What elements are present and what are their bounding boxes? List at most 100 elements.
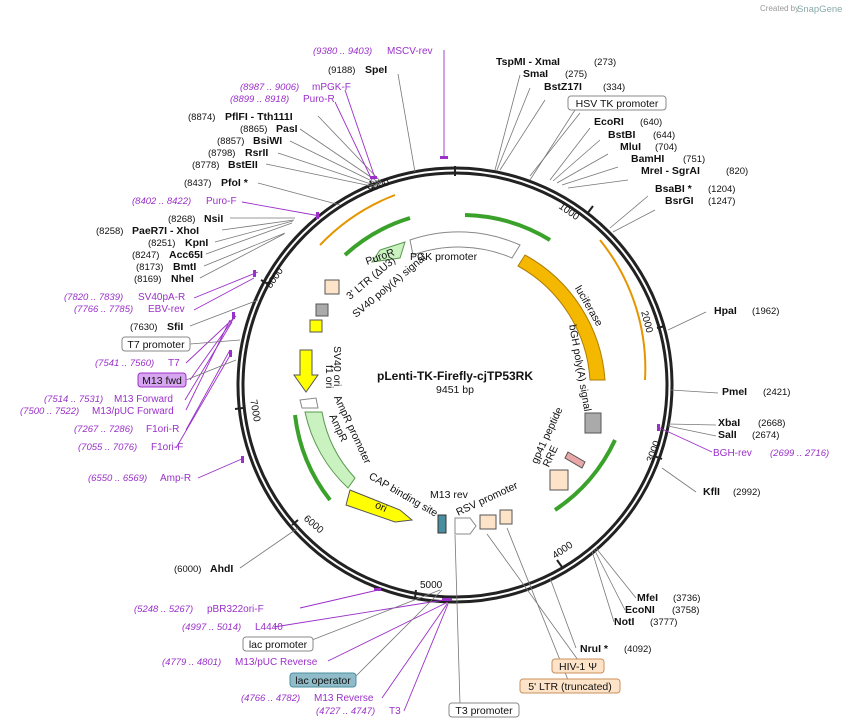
primer-pos: (8987 .. 9006) bbox=[240, 82, 299, 93]
primer-pos: (6550 .. 6569) bbox=[88, 473, 147, 484]
enzyme-pos: (751) bbox=[683, 154, 705, 165]
ltr3-feature bbox=[324, 279, 340, 295]
puror-feature bbox=[370, 241, 406, 263]
primer-pos: (7766 .. 7785) bbox=[74, 304, 133, 315]
enzyme-pos: (6000) bbox=[174, 564, 201, 575]
right-enzymes: TspMI - XmaI (273) SmaI (275) BstZ17I (3… bbox=[496, 56, 790, 655]
arrow-hsvtk bbox=[464, 213, 552, 242]
enzyme-pos: (8258) bbox=[96, 226, 123, 237]
sv40ori-feature bbox=[309, 319, 323, 333]
sv40ori-label: SV40 ori bbox=[331, 346, 343, 386]
rsv-promoter-feature bbox=[454, 517, 477, 535]
enzyme-pos: (9188) bbox=[328, 65, 355, 76]
enzyme-label: TspMI - XmaI bbox=[496, 56, 560, 68]
primer-pos: (7055 .. 7076) bbox=[78, 442, 137, 453]
tick-4000: 4000 bbox=[551, 539, 576, 561]
hiv-psi-feature bbox=[479, 514, 497, 530]
enzyme-label: BstBI bbox=[608, 129, 636, 141]
enzyme-label: PaeR7I - XhoI bbox=[132, 225, 199, 237]
enzyme-label: EcoNI bbox=[625, 604, 655, 616]
enzyme-pos: (8173) bbox=[136, 262, 163, 273]
primer-label: Amp-R bbox=[160, 473, 191, 484]
enzyme-pos: (275) bbox=[565, 69, 587, 80]
pgk-promoter-label: PGK promoter bbox=[410, 251, 478, 263]
m13rev-label: M13 rev bbox=[430, 489, 469, 501]
luciferase-feature bbox=[517, 254, 606, 381]
tick-7000: 7000 bbox=[247, 399, 262, 423]
ori-feature bbox=[345, 489, 414, 523]
enzyme-label: KpnI bbox=[185, 237, 208, 249]
enzyme-label: BsrGI bbox=[665, 195, 694, 207]
enzyme-label: AhdI bbox=[210, 563, 233, 575]
primer-pos: (7514 .. 7531) bbox=[44, 394, 103, 405]
primer-pos: (7267 .. 7286) bbox=[74, 424, 133, 435]
enzyme-pos: (8798) bbox=[208, 148, 235, 159]
ampr-promoter-feature bbox=[299, 397, 319, 409]
lac-operator-label: lac operator bbox=[295, 675, 351, 687]
enzyme-label: SmaI bbox=[523, 68, 548, 80]
tick-8000: 8000 bbox=[264, 266, 286, 291]
sv40pa-feature bbox=[315, 303, 329, 317]
enzyme-pos: (640) bbox=[640, 117, 662, 128]
primer-leader-lines bbox=[175, 50, 713, 712]
primer-pos: (7500 .. 7522) bbox=[20, 406, 79, 417]
enzyme-pos: (8169) bbox=[134, 274, 161, 285]
primer-pos: (4997 .. 5014) bbox=[182, 622, 241, 633]
enzyme-pos: (1962) bbox=[752, 306, 779, 317]
primer-label: F1ori-R bbox=[146, 424, 179, 435]
enzyme-pos: (2668) bbox=[758, 418, 785, 429]
hsv-tk-promoter-label: HSV TK promoter bbox=[576, 98, 659, 110]
enzyme-label: NotI bbox=[614, 616, 634, 628]
primer-label: M13 Forward bbox=[114, 394, 173, 405]
boxed-labels: HSV TK promoter T7 promoter M13 fwd lac … bbox=[121, 95, 667, 718]
enzyme-label: PfoI * bbox=[221, 177, 249, 189]
f1ori-feature bbox=[293, 349, 319, 393]
enzyme-pos: (644) bbox=[653, 130, 675, 141]
brand-created-by: Created by bbox=[760, 4, 799, 13]
primer-label: M13/pUC Reverse bbox=[235, 657, 318, 668]
primer-label: Puro-R bbox=[303, 94, 335, 105]
enzyme-label: PmeI bbox=[722, 386, 747, 398]
lac-promoter-label: lac promoter bbox=[249, 639, 308, 651]
arrow-ampr-green bbox=[293, 414, 332, 502]
primer-pos: (4779 .. 4801) bbox=[162, 657, 221, 668]
enzyme-label: RsrII bbox=[245, 147, 268, 159]
primer-label: M13/pUC Forward bbox=[92, 406, 174, 417]
enzyme-label: SpeI bbox=[365, 64, 387, 76]
enzyme-pos: (8437) bbox=[184, 178, 211, 189]
t3-promoter-label: T3 promoter bbox=[455, 705, 513, 717]
tick-marks bbox=[234, 180, 666, 599]
primer-label: EBV-rev bbox=[148, 304, 185, 315]
enzyme-label: XbaI bbox=[718, 417, 740, 429]
enzyme-label: BmtI bbox=[173, 261, 196, 273]
enzyme-pos: (8874) bbox=[188, 112, 215, 123]
enzyme-label: NsiI bbox=[204, 213, 223, 225]
brand-name: SnapGene bbox=[797, 4, 842, 15]
enzyme-pos: (8247) bbox=[132, 250, 159, 261]
primer-label: pBR322ori-F bbox=[207, 604, 264, 615]
m13-fwd-label: M13 fwd bbox=[142, 375, 182, 387]
enzyme-pos: (3758) bbox=[672, 605, 699, 616]
enzyme-label: BsaBI * bbox=[655, 183, 693, 195]
ltr5-feature bbox=[499, 509, 513, 525]
ltr5-label: 5' LTR (truncated) bbox=[528, 681, 612, 693]
arrow-luc-outer bbox=[599, 239, 647, 381]
enzyme-label: BamHI bbox=[631, 153, 664, 165]
primer-label: Puro-F bbox=[206, 196, 237, 207]
enzyme-pos: (3736) bbox=[673, 593, 700, 604]
enzyme-pos: (8865) bbox=[240, 124, 267, 135]
primer-label: F1ori-F bbox=[151, 442, 183, 453]
enzyme-label: NheI bbox=[171, 273, 194, 285]
enzyme-pos: (3777) bbox=[650, 617, 677, 628]
primer-label: mPGK-F bbox=[312, 82, 351, 93]
primer-label: MSCV-rev bbox=[387, 46, 433, 57]
enzyme-pos: (820) bbox=[726, 166, 748, 177]
enzyme-pos: (1247) bbox=[708, 196, 735, 207]
primers: (9380 .. 9403) MSCV-rev (8987 .. 9006) m… bbox=[20, 46, 829, 717]
left-enzymes: (9188) SpeI (8874) PflFI - Tth111I (8865… bbox=[96, 64, 387, 575]
enzyme-pos: (8857) bbox=[217, 136, 244, 147]
enzyme-pos: (2992) bbox=[733, 487, 760, 498]
enzyme-label: BsiWI bbox=[253, 135, 282, 147]
enzyme-pos: (1204) bbox=[708, 184, 735, 195]
